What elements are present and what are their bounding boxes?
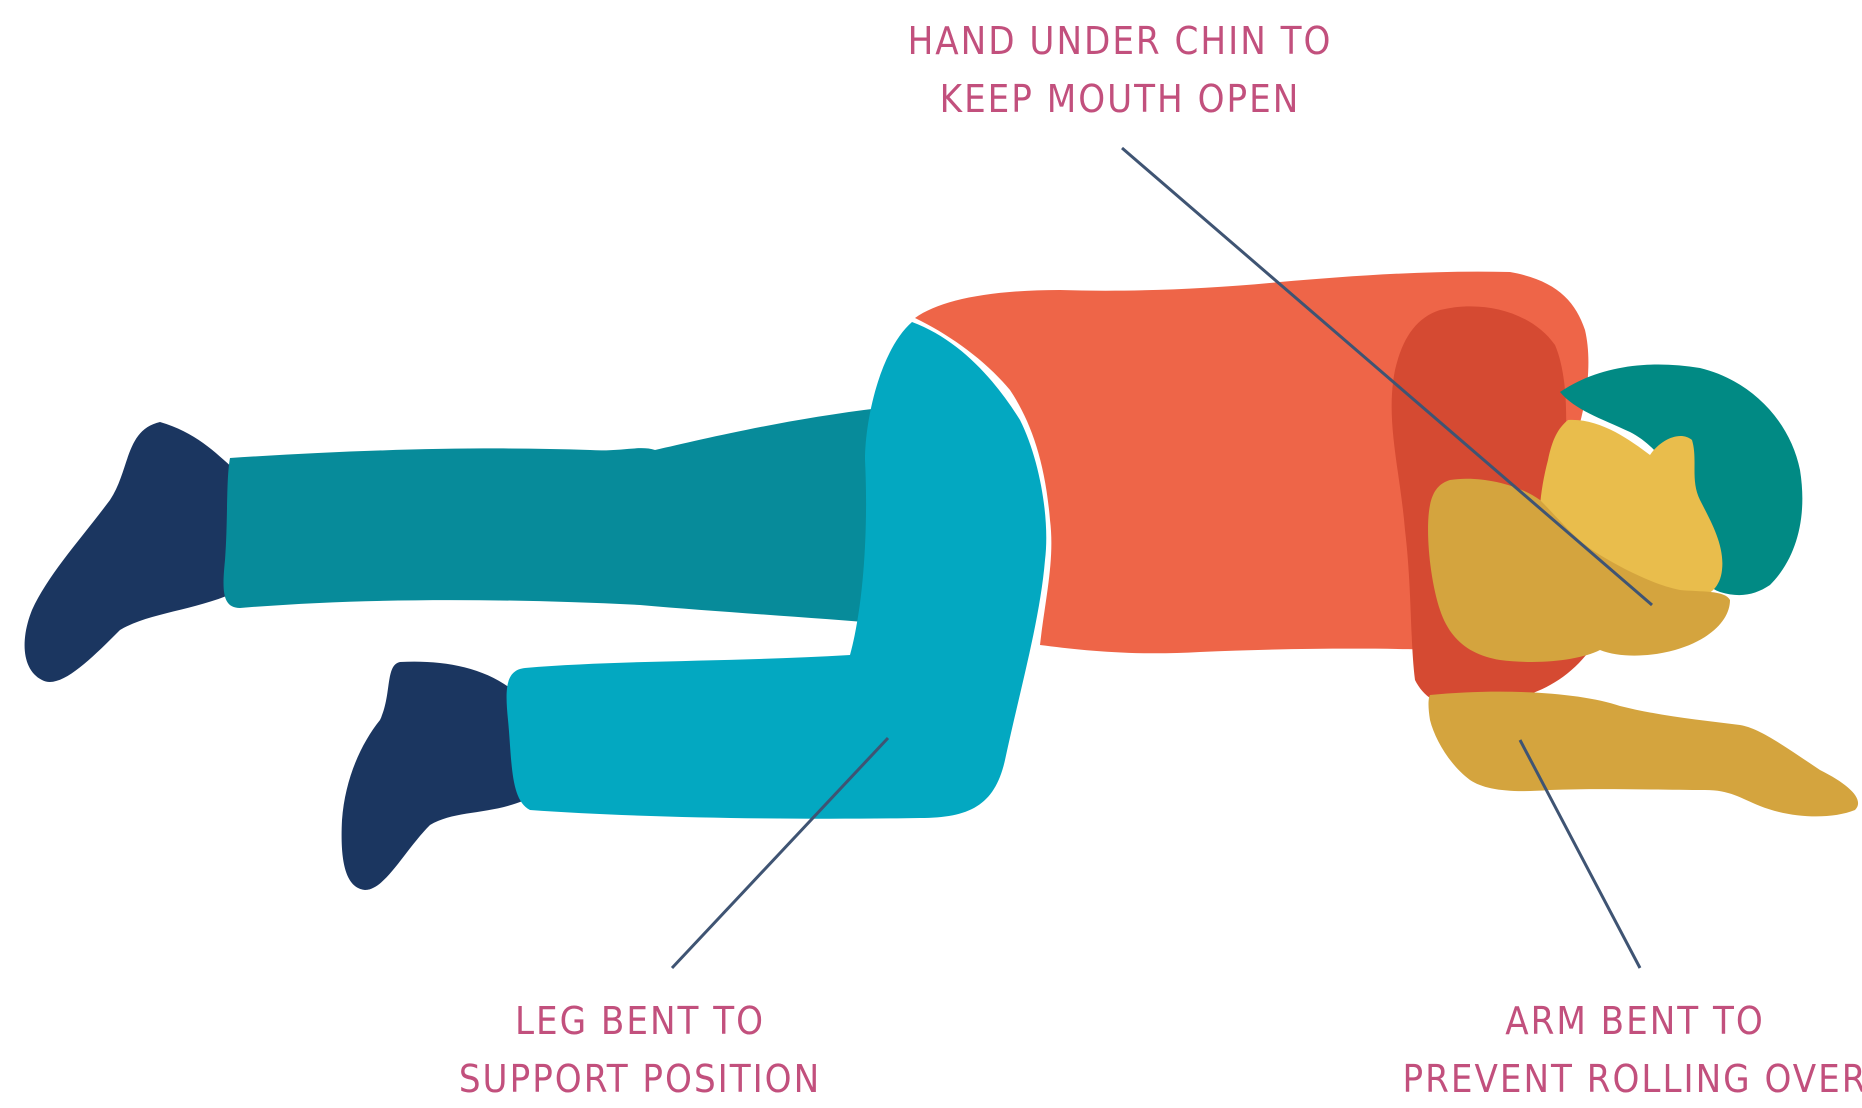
label-leg-bent-line-2: support position: [430, 1050, 850, 1108]
label-hand-under-chin-line-2: keep mouth open: [880, 70, 1360, 128]
label-leg-bent: Leg bent to support position: [430, 992, 850, 1108]
label-hand-under-chin-line-1: Hand under chin to: [880, 12, 1360, 70]
label-hand-under-chin: Hand under chin to keep mouth open: [880, 12, 1360, 128]
front-shoe: [342, 662, 525, 890]
label-arm-bent: Arm bent to prevent rolling over: [1400, 992, 1862, 1108]
back-shoe: [25, 422, 240, 682]
back-leg: [224, 408, 900, 625]
label-arm-bent-line-2: prevent rolling over: [1400, 1050, 1862, 1108]
label-leg-bent-line-1: Leg bent to: [430, 992, 850, 1050]
bottom-arm: [1429, 692, 1859, 817]
label-arm-bent-line-1: Arm bent to: [1400, 992, 1862, 1050]
